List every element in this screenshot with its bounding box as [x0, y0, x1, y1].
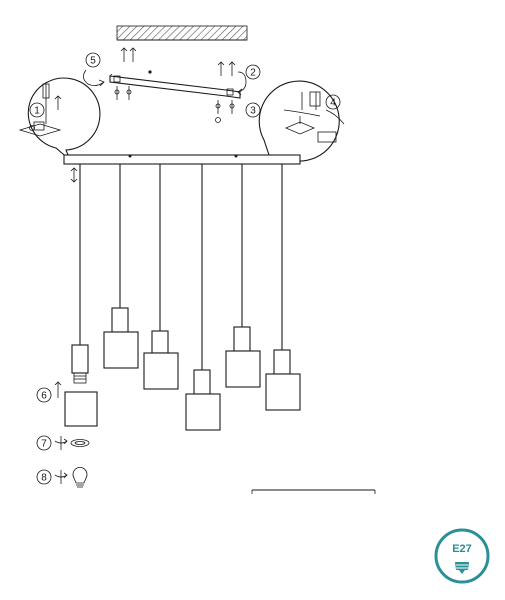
- step-4-marker: 4: [325, 94, 341, 110]
- shade-ring-icon: [70, 439, 90, 447]
- step-6-shade: [54, 381, 98, 427]
- bracket-screws: [114, 86, 235, 123]
- step-7-rotate-icon: [54, 436, 68, 450]
- scale-bar: [251, 489, 376, 494]
- detail-bubble-right: [258, 80, 345, 162]
- step-3-marker: 3: [245, 102, 261, 118]
- pendant-6: [265, 164, 301, 411]
- step-7-number: 7: [41, 439, 47, 450]
- e27-badge-label: E27: [452, 543, 472, 555]
- e27-bulb-icon: [455, 562, 469, 574]
- pendant-4: [185, 164, 221, 431]
- step-4-number: 4: [330, 98, 336, 109]
- step-7-marker: 7: [36, 435, 52, 451]
- step-6-number: 6: [41, 391, 47, 402]
- detail-bubble-left: [18, 77, 101, 161]
- step-3-number: 3: [250, 106, 256, 117]
- screw-hole: [148, 70, 152, 74]
- pendant-1: [71, 164, 89, 384]
- step-5-number: 5: [90, 56, 96, 67]
- step-2-marker: 2: [245, 64, 261, 80]
- step-8-number: 8: [41, 473, 47, 484]
- step-8-marker: 8: [36, 469, 52, 485]
- pendant-2: [103, 164, 139, 369]
- step-1-marker: 1: [29, 102, 45, 118]
- step-5-rotate-arrow: [83, 69, 105, 87]
- pendant-3: [143, 164, 179, 390]
- step-2-number: 2: [250, 68, 256, 79]
- pendant-5: [225, 164, 261, 388]
- mounting-bracket: [109, 70, 241, 99]
- step-2-rotate-arrow: [237, 71, 247, 96]
- step-1-number: 1: [34, 106, 40, 117]
- step-8-rotate-icon: [54, 470, 68, 484]
- step-5-marker: 5: [85, 52, 101, 68]
- ceiling: [116, 25, 248, 41]
- step-6-marker: 6: [36, 387, 52, 403]
- height-adjust-arrow: [70, 167, 78, 183]
- light-bulb-icon: [72, 466, 88, 488]
- ceiling-screws-top: [120, 47, 236, 76]
- e27-badge: E27: [434, 528, 490, 584]
- canopy-bar: [63, 154, 301, 165]
